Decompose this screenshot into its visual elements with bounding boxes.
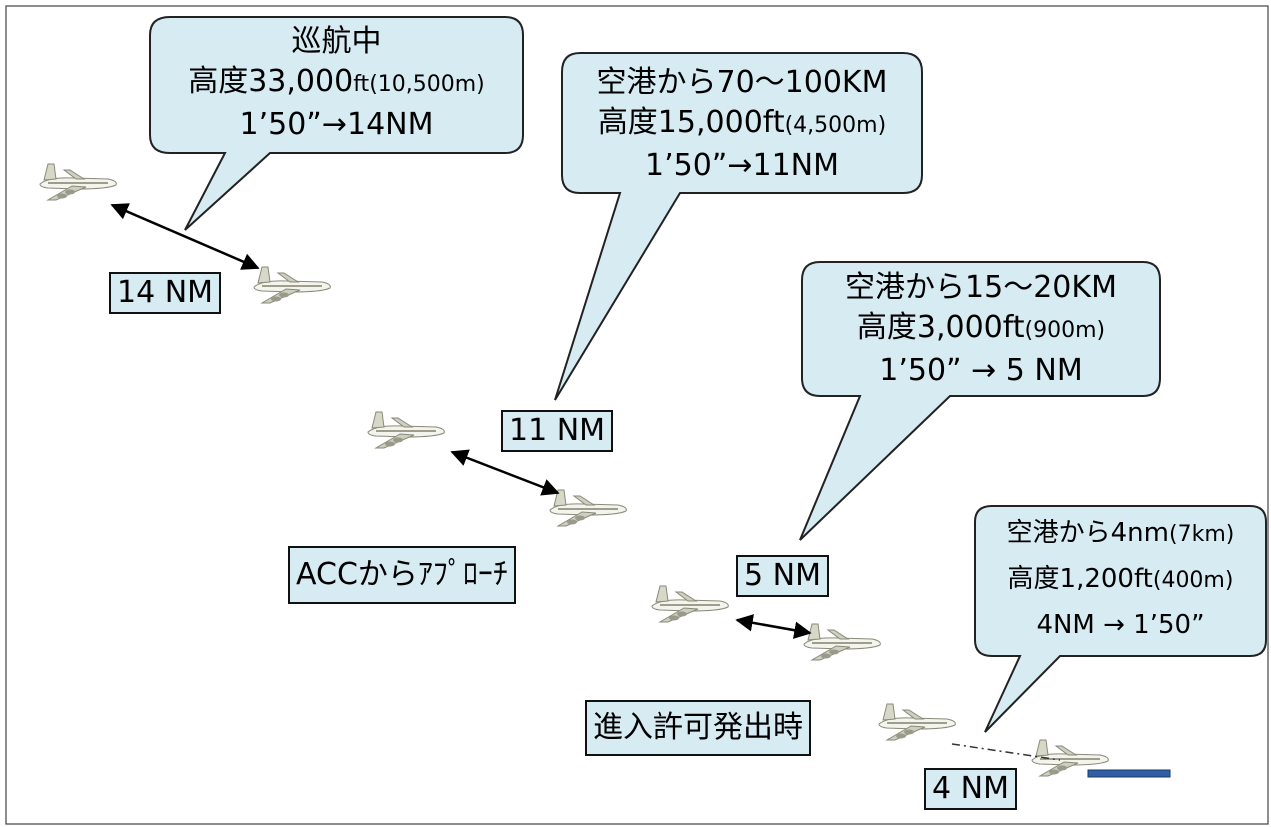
- bubble-2-line-2: 高度15,000ft(4,500m): [597, 105, 887, 140]
- bubble-3-line-3: 1’50” → 5 NM: [879, 353, 1083, 388]
- bubble-2-text: 空港から70～100KM 高度15,000ft(4,500m) 1’50”→11…: [562, 63, 922, 186]
- bubble-2-line-1: 空港から70～100KM: [596, 65, 888, 100]
- bubble-4-line-1: 空港から4nm(7km): [1006, 518, 1235, 548]
- bubble-4-line-2: 高度1,200ft(400m): [1007, 564, 1234, 594]
- bubble-1-line-2: 高度33,000ft(10,500m): [188, 64, 485, 99]
- bubble-3-text: 空港から15～20KM 高度3,000ft(900m) 1’50” → 5 NM: [802, 268, 1160, 391]
- airplane-icon: [367, 411, 445, 449]
- distance-label-14nm: 14 NM: [109, 272, 222, 314]
- airplane-icon: [39, 163, 117, 201]
- bubble-1-line-1: 巡航中: [291, 24, 382, 59]
- speech-bubble-4: [974, 505, 1267, 733]
- bubble-1-line-3: 1’50”→14NM: [239, 107, 434, 142]
- bubble-4-text: 空港から4nm(7km) 高度1,200ft(400m) 4NM → 1’50”: [975, 511, 1266, 647]
- distance-label-11nm: 11 NM: [501, 410, 614, 452]
- airplane-icon: [878, 703, 956, 741]
- airplane-icon: [549, 489, 627, 527]
- distance-label-5nm: 5 NM: [736, 555, 829, 597]
- phase-label-approach-clearance: 進入許可発出時: [585, 700, 811, 756]
- distance-label-4nm: 4 NM: [924, 768, 1017, 810]
- airplane-icon: [651, 585, 729, 623]
- bubble-2-line-3: 1’50”→11NM: [645, 148, 839, 183]
- bubble-4-line-3: 4NM → 1’50”: [1036, 610, 1205, 640]
- bubble-3-line-2: 高度3,000ft(900m): [856, 310, 1106, 345]
- distance-arrow-11nm: [450, 449, 560, 496]
- airplane-icon: [803, 623, 881, 661]
- bubble-3-line-1: 空港から15～20KM: [845, 270, 1117, 305]
- speech-bubble-1: [149, 16, 524, 231]
- phase-label-acc-approach: ACCからｱﾌﾟﾛｰﾁ: [288, 546, 516, 604]
- speech-bubble-2: [554, 52, 923, 401]
- frame-border: [5, 5, 1269, 825]
- distance-arrow-5nm: [735, 614, 812, 639]
- approach-path-line: [951, 743, 1061, 761]
- runway: [1087, 769, 1171, 778]
- speech-bubble-3: [799, 261, 1161, 541]
- bubble-1-text: 巡航中 高度33,000ft(10,500m) 1’50”→14NM: [150, 22, 523, 145]
- distance-arrow-14nm: [110, 203, 260, 270]
- airplane-icon: [253, 266, 331, 304]
